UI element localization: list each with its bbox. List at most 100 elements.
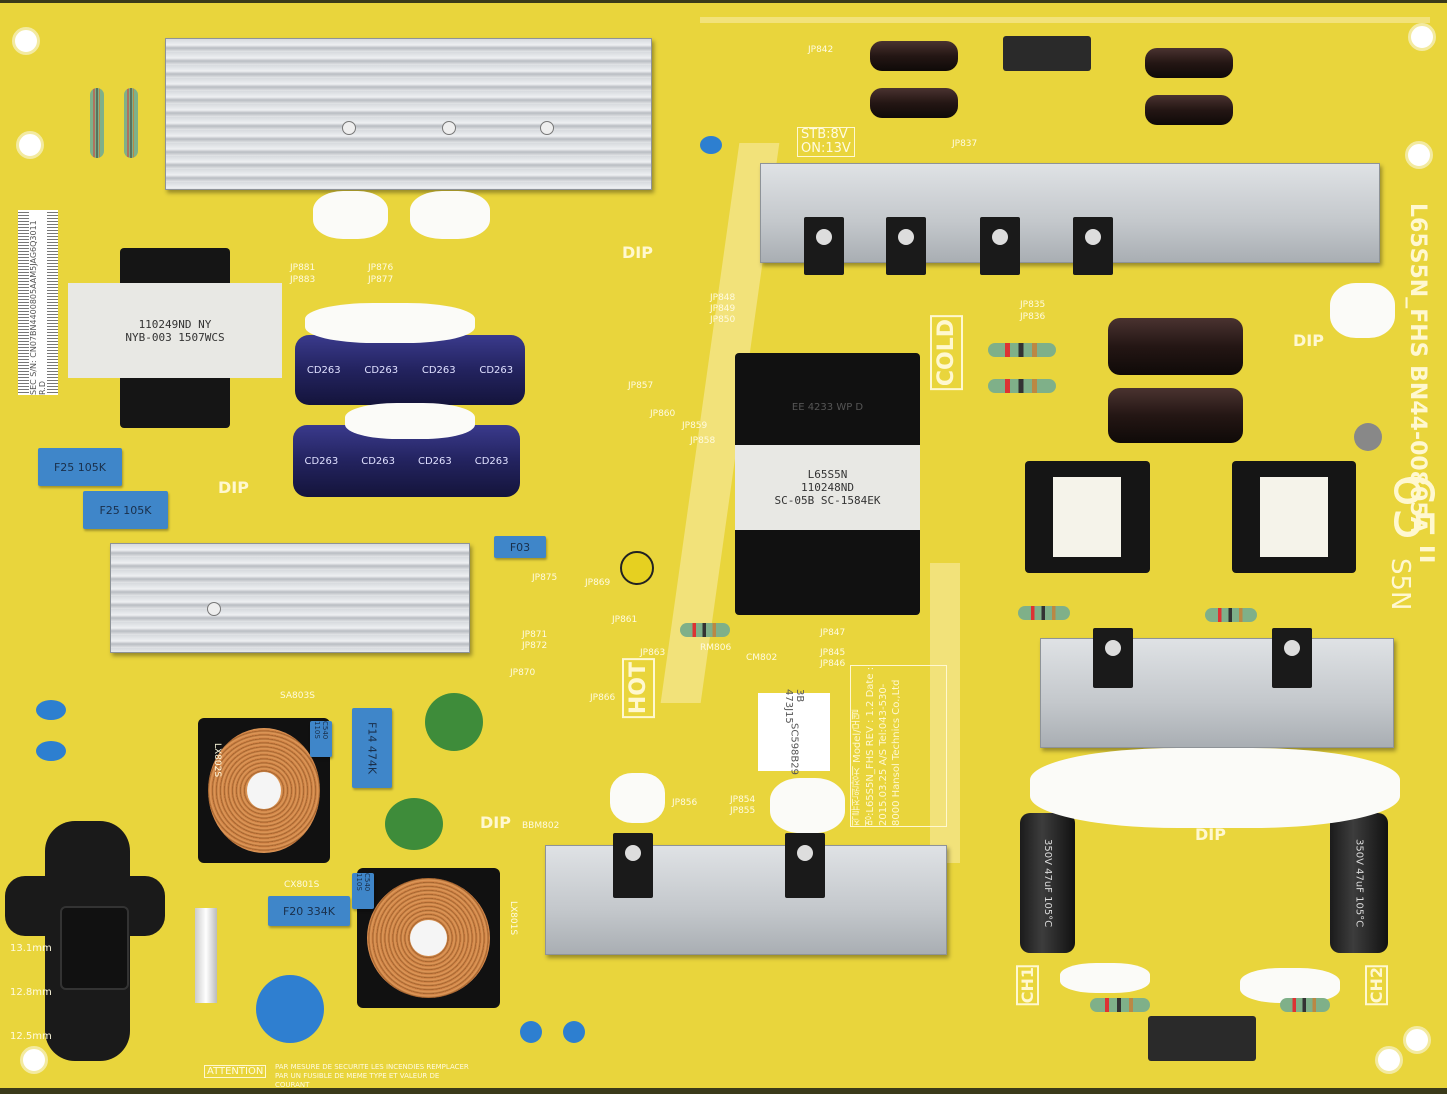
varistor [425,693,483,751]
mounting-hole [1408,23,1436,51]
resistor [1090,998,1150,1012]
main-transformer: EE 4233 WP D L65S5N 110248ND SC-05B SC-1… [735,353,920,615]
y-capacitor: C540 110S [352,873,374,909]
mounting-hole [1375,1046,1403,1074]
fuse [195,908,217,1003]
glue [305,303,475,343]
ref-designator: JP856 [672,798,698,808]
ref-designator: JP835 [1020,300,1046,310]
transistor [886,217,926,275]
ref-designator: JP863 [640,648,666,658]
ref-designator: JP845 [820,648,846,658]
resistor [988,343,1056,357]
ref-designator: JP855 [730,806,756,816]
varistor [385,798,443,850]
ref-designator: JP846 [820,659,846,669]
glue [410,191,490,239]
connector[interactable] [1003,36,1091,71]
capacitor [620,551,654,585]
capacitor [563,1021,585,1043]
cap-marking: CD263 [364,364,399,376]
film-capacitor: F25 105K [83,491,168,529]
glue [1330,283,1395,338]
ref-designator: JP883 [290,275,316,285]
dip-label: DIP [1195,825,1226,844]
ref-designator: JP861 [612,615,638,625]
heatsink-right-mid [1040,638,1394,748]
electrolytic-capacitor [870,88,958,118]
transistor [1093,628,1133,688]
output-inductor [1025,461,1150,573]
info-title: 직류전원장치 [852,766,863,826]
ref-designator: JP869 [585,578,611,588]
attention-label: ATTENTION [204,1065,267,1078]
ref-designator: JP870 [510,668,536,678]
size-mark: 65" [1382,473,1445,567]
serial-text: SEC S/N: CN07BN4400805AAM5JAG6Q3011 R.D [29,210,47,395]
ref-designator: JP860 [650,409,676,419]
ref-designator: JP836 [1020,312,1046,322]
ref-designator: JP877 [368,275,394,285]
standby-transformer: 110249ND NY NYB-003 1507WCS [68,248,282,428]
transistor [785,833,825,898]
y-capacitor: C540 110S [310,721,332,757]
info-maker: Hansol Technics Co.,Ltd [891,679,902,798]
transistor [613,833,653,898]
cap-marking: CD263 [474,455,509,467]
clearance-mark: 12.5mm [10,1031,52,1042]
resistor [1018,606,1070,620]
capacitor [700,136,722,154]
info-block: 직류전원장치 Model/모델명:L65S5N_FHS REV : 1.2 Da… [850,665,947,827]
capacitor [1354,423,1382,451]
electrolytic-capacitor [1108,388,1243,443]
attention-text: PAR MESURE DE SECURITE LES INCENDIES REM… [275,1063,469,1089]
ref-designator: LX802S [212,743,222,778]
varistor [256,975,324,1043]
glue [313,191,388,239]
ref-designator: SA803S [280,691,315,701]
film-capacitor: F03 [494,536,546,558]
ref-designator: JP876 [368,263,394,273]
cap-marking: CD263 [361,455,396,467]
connector[interactable] [1148,1016,1256,1061]
sticker-line: SC598B29 [788,723,800,776]
ref-designator: RM806 [700,643,732,653]
resistor [988,379,1056,393]
ref-designator: JP871 [522,630,548,640]
transistor [1272,628,1312,688]
series-mark: S5N [1385,558,1415,611]
ch1-label: CH1 [1016,965,1039,1006]
ref-designator: LX801S [508,901,518,936]
transistor [804,217,844,275]
mounting-hole [16,131,44,159]
batch-sticker: 3B 473J15 SC598B29 [758,689,830,775]
transformer-label: SC-05B SC-1584EK [774,494,881,507]
clearance-mark: 13.1mm [10,943,52,954]
ref-designator: CM802 [746,653,778,663]
ref-designator: CX801S [284,880,320,890]
transistor [980,217,1020,275]
electrolytic-capacitor [1145,48,1233,78]
ac-power-inlet[interactable] [5,821,165,1061]
clearance-mark: 12.8mm [10,987,52,998]
ref-designator: JP866 [590,693,616,703]
mounting-hole [1405,141,1433,169]
heatsink-top-left [165,38,652,190]
glue [1060,963,1150,993]
heatsink-bottom [545,845,947,955]
capacitor [520,1021,542,1043]
standby-voltage: STB:8V [801,127,848,142]
dip-label: DIP [622,243,653,262]
ref-designator: JP847 [820,628,846,638]
cold-zone-label: COLD [930,315,963,391]
cap-marking: CD263 [421,364,456,376]
output-capacitor: 350V 47uF 105°C [1330,813,1388,953]
glue [345,403,475,439]
heatsink-left [110,543,470,653]
mounting-hole [20,1046,48,1074]
ch2-label: CH2 [1365,965,1388,1006]
mounting-hole [1403,1026,1431,1054]
film-capacitor: F14 474K [352,708,392,788]
resistor [124,88,138,158]
